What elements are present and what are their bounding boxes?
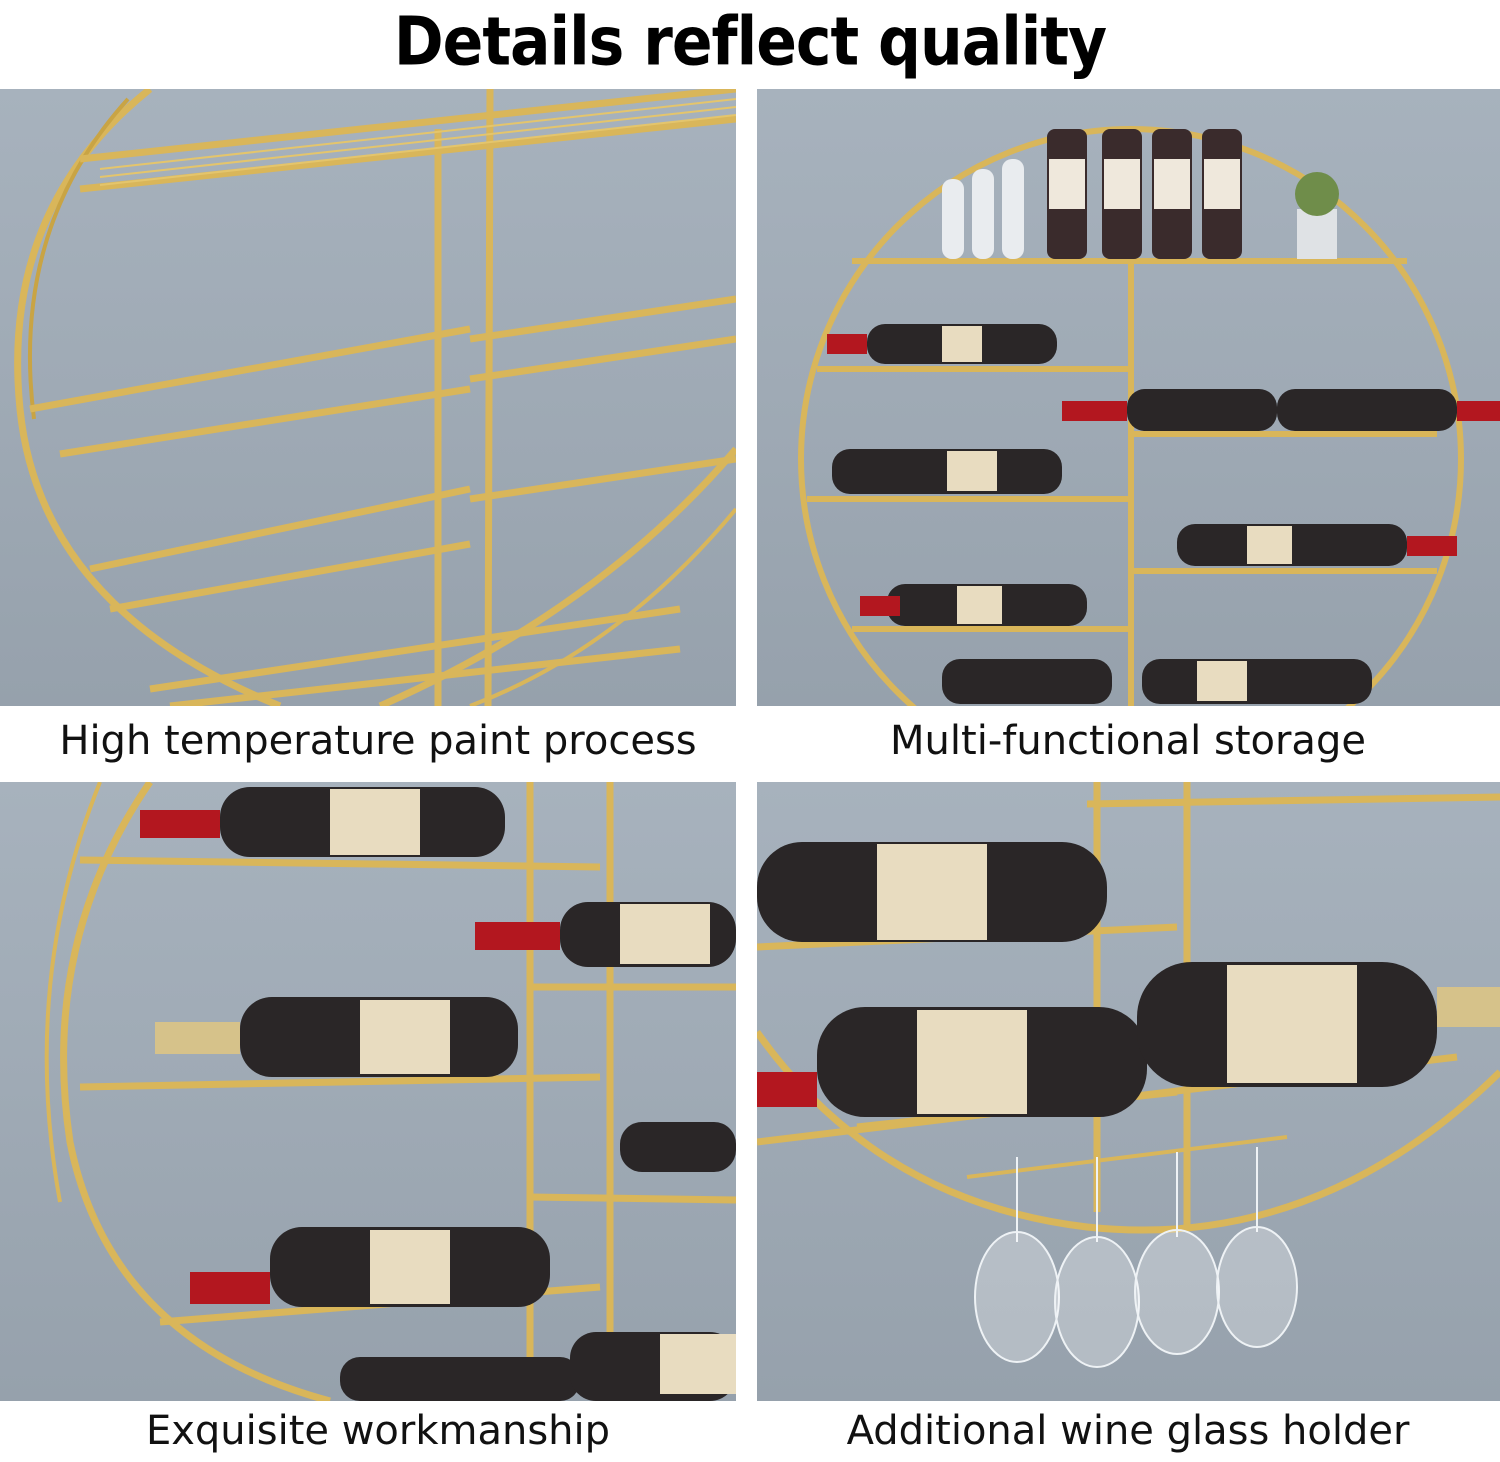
bottle-shelves-illustration (44, 782, 736, 1401)
top-shelf-bottles (942, 129, 1339, 259)
gold-frame-illustration (14, 89, 736, 706)
feature-image-glass-holder (757, 782, 1500, 1401)
feature-image-paint-process (0, 89, 736, 706)
glass-holder-illustration (757, 782, 1500, 1368)
round-rack-illustration (798, 126, 1500, 706)
caption-storage: Multi-functional storage (890, 718, 1366, 764)
mesh-top-shelf (99, 98, 736, 186)
feature-image-workmanship (0, 782, 736, 1401)
racked-bottles (757, 842, 1500, 1117)
caption-paint-process: High temperature paint process (59, 718, 697, 764)
page-headline: Details reflect quality (393, 2, 1107, 82)
caption-workmanship: Exquisite workmanship (145, 1408, 611, 1454)
shelf-bottles (140, 787, 736, 1401)
racked-bottles (827, 324, 1500, 704)
feature-image-storage (757, 89, 1500, 706)
hanging-wine-glasses (974, 1147, 1298, 1368)
caption-glass-holder: Additional wine glass holder (846, 1408, 1410, 1454)
